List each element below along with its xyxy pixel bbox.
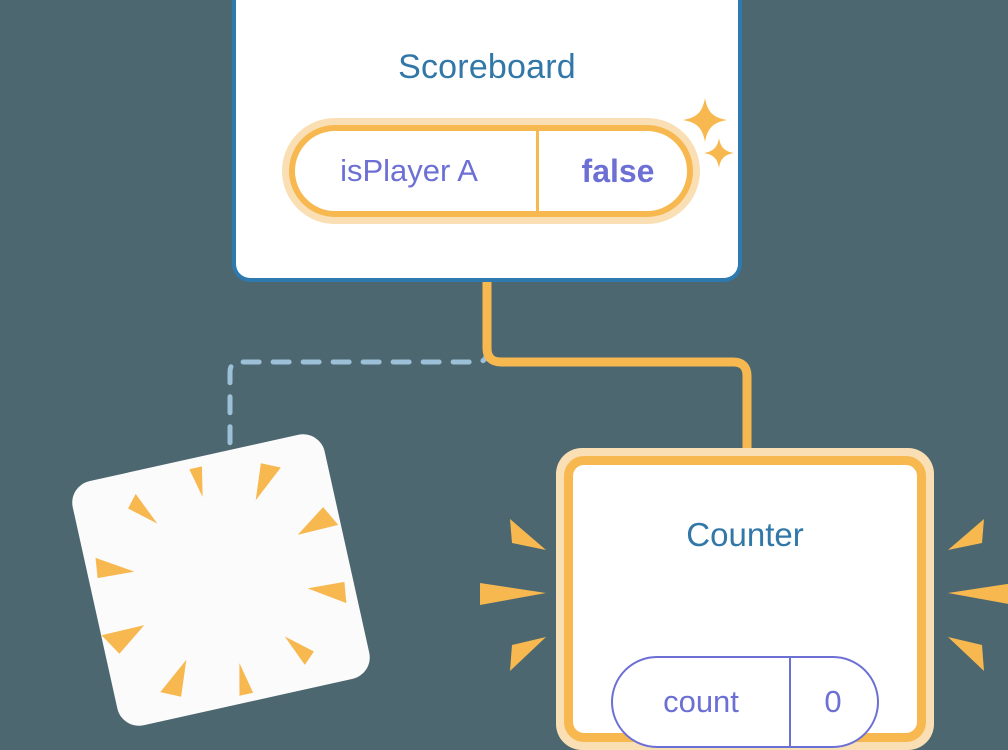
scoreboard-state-key: isPlayer A	[340, 153, 478, 188]
flash-card[interactable]	[68, 430, 374, 730]
scoreboard-state-value: false	[581, 152, 655, 189]
counter-state-key: count	[663, 684, 739, 719]
counter-rays-right-icon	[948, 519, 1008, 671]
card-scoreboard[interactable]: Scoreboard isPlayer A false	[232, 0, 742, 282]
scoreboard-state-pill[interactable]: isPlayer A false	[282, 118, 700, 224]
pill-divider	[789, 658, 791, 746]
counter-rays-left-icon	[480, 519, 546, 671]
connector-orange-scoreboard-to-counter	[482, 282, 752, 470]
burst-rays-icon	[95, 463, 347, 697]
sparkle-small-icon	[704, 138, 734, 168]
scoreboard-title: Scoreboard	[398, 48, 576, 86]
pill-divider	[536, 129, 539, 213]
card-counter[interactable]: Counter count 0	[556, 448, 934, 750]
counter-state-value: 0	[824, 684, 842, 719]
counter-title: Counter	[686, 516, 804, 553]
counter-state-pill[interactable]: count 0	[611, 656, 879, 748]
sparkle-large-icon	[683, 98, 727, 142]
